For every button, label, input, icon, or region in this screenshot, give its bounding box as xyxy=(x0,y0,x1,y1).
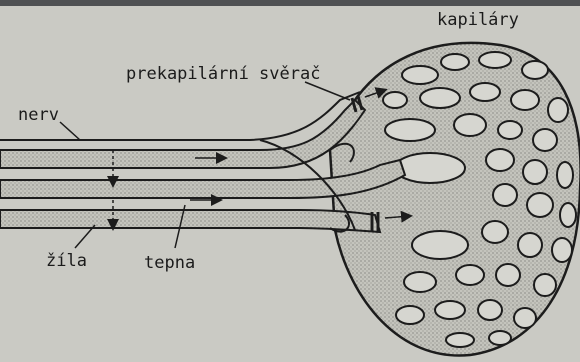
top-dark-edge xyxy=(0,0,580,6)
lower-vessel xyxy=(0,210,380,232)
label-nerve: nerv xyxy=(18,105,59,125)
label-artery: tepna xyxy=(144,253,195,273)
label-vein: žíla xyxy=(46,251,87,271)
label-sphincter: prekapilární svěrač xyxy=(126,64,320,84)
label-capillaries: kapiláry xyxy=(437,10,519,30)
